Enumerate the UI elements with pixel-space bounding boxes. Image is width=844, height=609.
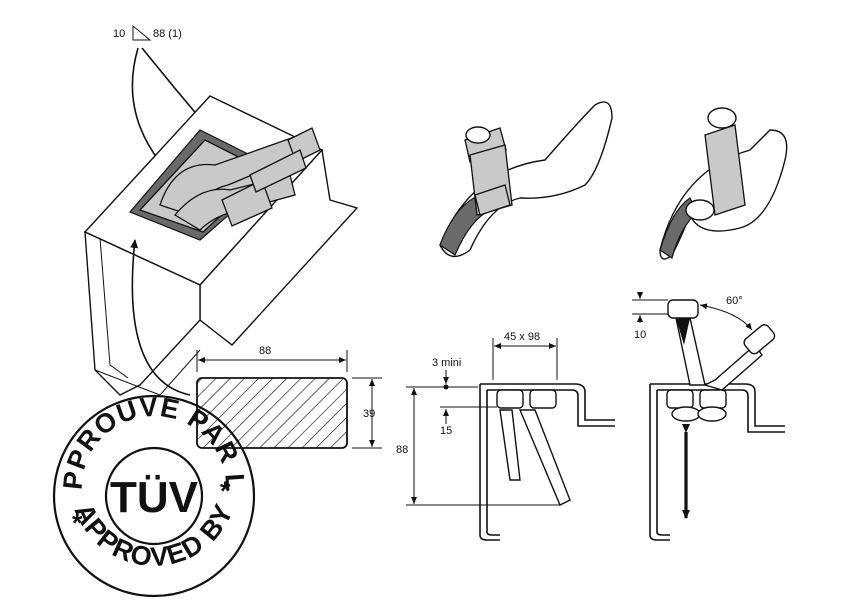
seal-outer-ring: [52, 394, 256, 598]
profile-right-nut-b: [699, 389, 727, 409]
seal-star-right: *: [220, 476, 232, 506]
detail-profile-left: 45 x 98 3 mini 15 88: [396, 331, 615, 541]
profile-right-outline: [649, 383, 785, 541]
clamp-tip-top: [676, 318, 690, 345]
clamp2-plate: [704, 124, 746, 216]
profile-left-nut-b: [529, 389, 557, 409]
section-hatched-rect: [196, 377, 348, 449]
section-width-label: 88: [259, 345, 271, 357]
profile-right-washer-a: [671, 406, 701, 422]
seal-star-left: *: [72, 508, 84, 538]
clamp1-hook-arm: [439, 101, 613, 258]
clamp-nut-lower: [221, 179, 273, 227]
dim-height-label: 88: [396, 444, 408, 456]
profile-left-nut-a: [496, 389, 524, 409]
profile-right-nut-a: [666, 389, 694, 409]
profile-right-washer-b: [697, 406, 727, 422]
clamp-bolt-head: [249, 149, 307, 193]
profile-right-inner: [656, 389, 785, 536]
clamp-isometric-view-1: [439, 101, 613, 258]
detail-profile-right: 60° 10: [632, 292, 785, 541]
clamp1-bolt-top: [465, 126, 491, 144]
dim-span-label: 45 x 98: [504, 331, 540, 343]
weld-leader-arrow-1: [131, 47, 161, 163]
angle-arc: [699, 303, 753, 331]
clamp1-lower-nut: [474, 184, 511, 216]
clamp-isometric-view-2: [659, 107, 788, 260]
dim-gap-label: 3 mini: [432, 357, 461, 369]
seal-inner-ring: [104, 446, 204, 546]
profile-left-leg: [518, 409, 571, 506]
section-height-label: 39: [363, 408, 375, 420]
beam-cross-section: 88 39: [196, 345, 382, 449]
weld-triangle-icon: [132, 24, 152, 41]
clamp2-bolt-bottom: [685, 199, 715, 221]
profile-left-inner: [486, 389, 615, 536]
clamp-head-rotated: [743, 324, 776, 355]
beam-inner-edge: [99, 237, 129, 379]
weld-symbol-right-label: 88 (1): [153, 28, 182, 40]
profile-left-outline: [479, 383, 615, 541]
angle-label: 60°: [726, 295, 743, 307]
dim-top-label: 10: [634, 329, 646, 341]
beam-bottom-edge: [94, 349, 201, 396]
beam-isometric-view: [83, 95, 359, 396]
clamp-head-top: [667, 299, 699, 319]
seal-logo-text: TÜV: [110, 473, 199, 522]
section-callout-arrow: [130, 239, 191, 396]
weld-symbol-left-label: 10: [113, 28, 125, 40]
dim-offset-label: 15: [440, 425, 452, 437]
clamp2-bolt-top: [707, 107, 737, 129]
profile-left-pin: [499, 409, 521, 481]
